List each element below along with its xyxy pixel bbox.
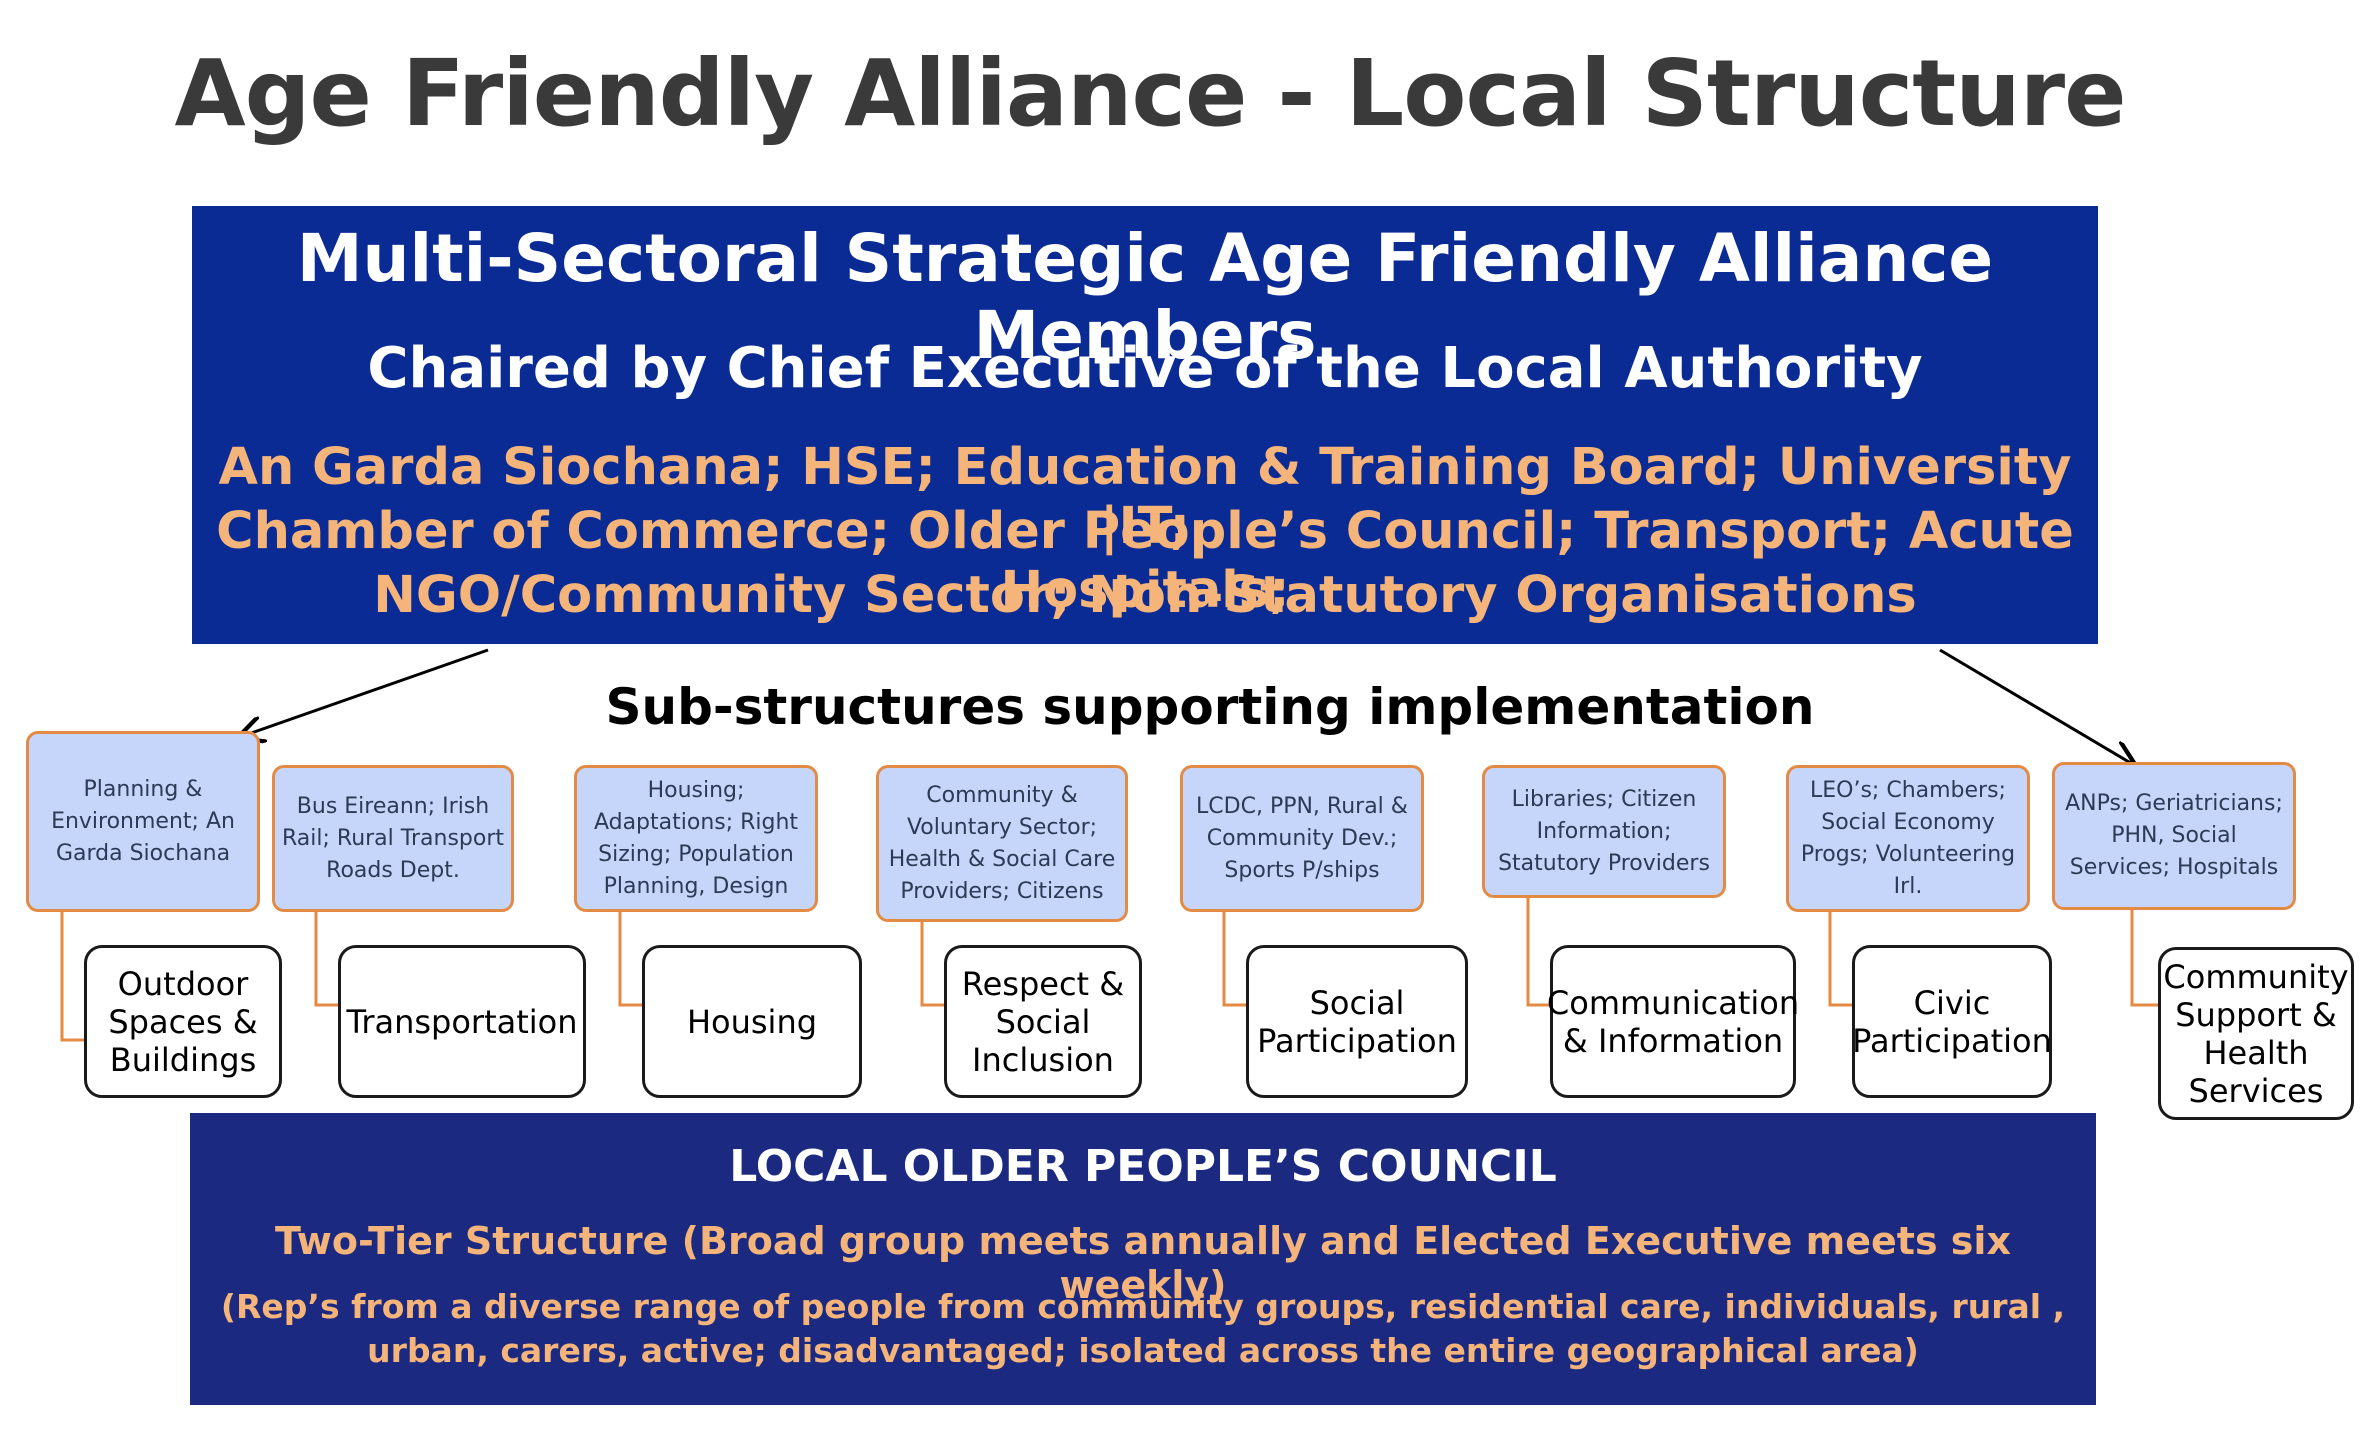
sector-connector — [920, 912, 944, 1007]
sector-connector — [618, 912, 642, 1007]
sector-box-housing: Housing; Adaptations; Right Sizing; Popu… — [574, 765, 818, 912]
alliance-chair: Chaired by Chief Executive of the Local … — [367, 336, 1923, 401]
sector-box-transport: Bus Eireann; Irish Rail; Rural Transport… — [272, 765, 514, 912]
domain-social-participation: Social Participation — [1246, 945, 1468, 1098]
sector-box-social: LCDC, PPN, Rural & Community Dev.; Sport… — [1180, 765, 1424, 912]
arrow-right — [1939, 648, 2134, 765]
alliance-members-box: Multi-Sectoral Strategic Age Friendly Al… — [192, 206, 2098, 644]
alliance-members-line-1: An Garda Siochana; HSE; Education & Trai… — [218, 438, 2072, 556]
page-title: Age Friendly Alliance - Local Structure — [174, 40, 2126, 147]
alliance-members-line-2: Chamber of Commerce; Older People’s Coun… — [216, 502, 2074, 620]
domain-respect-social-inclusion: Respect & Social Inclusion — [944, 945, 1142, 1098]
domain-outdoor-spaces: Outdoor Spaces & Buildings — [84, 945, 282, 1098]
council-note: (Rep’s from a diverse range of people fr… — [220, 1287, 2066, 1370]
sector-connector — [314, 912, 338, 1007]
sector-connector — [1828, 912, 1852, 1007]
domain-communication-information: Communication & Information — [1547, 945, 1799, 1098]
sector-box-outdoor: Planning & Environment; An Garda Siochan… — [26, 731, 260, 912]
sector-box-civic: LEO’s; Chambers; Social Economy Progs; V… — [1786, 765, 2030, 912]
sector-connector — [60, 912, 84, 1042]
council-structure: Two-Tier Structure (Broad group meets an… — [275, 1219, 2011, 1307]
sector-box-communication: Libraries; Citizen Information; Statutor… — [1482, 765, 1726, 898]
sector-box-community-support: ANPs; Geriatricians; PHN, Social Service… — [2052, 762, 2296, 910]
alliance-members-line-3: NGO/Community Sector; Non-Statutory Orga… — [373, 566, 1917, 625]
arrow-left — [240, 648, 489, 737]
alliance-heading: Multi-Sectoral Strategic Age Friendly Al… — [296, 220, 1994, 374]
sector-connector — [1526, 898, 1550, 1007]
domain-community-support-health: Community Support & Health Services — [2158, 947, 2354, 1120]
substructures-title: Sub-structures supporting implementation — [605, 678, 1815, 736]
domain-transportation: Transportation — [338, 945, 586, 1098]
domain-civic-participation: Civic Participation — [1852, 945, 2052, 1098]
sector-connector — [2130, 910, 2158, 1007]
domain-housing: Housing — [642, 945, 862, 1098]
sector-connector — [1222, 912, 1246, 1007]
older-peoples-council-box: LOCAL OLDER PEOPLE’S COUNCIL Two-Tier St… — [190, 1113, 2096, 1405]
sector-box-respect: Community & Voluntary Sector; Health & S… — [876, 765, 1128, 922]
council-heading: LOCAL OLDER PEOPLE’S COUNCIL — [729, 1141, 1557, 1192]
